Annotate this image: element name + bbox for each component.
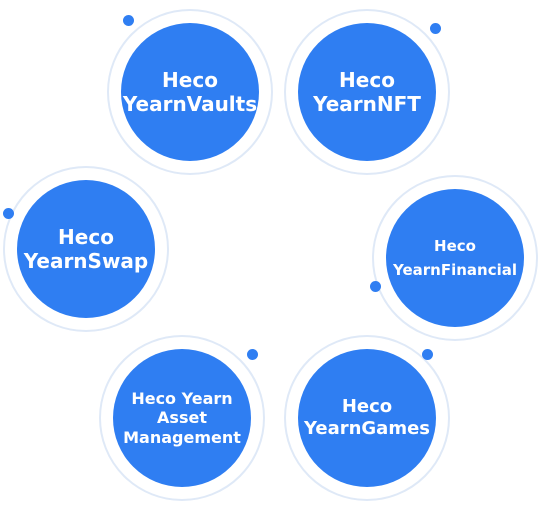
node-disc: Heco YearnFinancial (386, 189, 524, 327)
node-label-line-2: YearnSwap (23, 249, 149, 273)
node-disc: Heco YearnVaults (121, 23, 259, 161)
node-label-line-2: YearnNFT (313, 92, 421, 116)
node-disc: Heco YearnSwap (17, 180, 155, 318)
node-dot (422, 349, 433, 360)
node-dot (3, 208, 14, 219)
node-yearngames: Heco YearnGames (284, 335, 450, 501)
node-label-line-1: Heco (341, 396, 393, 418)
node-label-line-2: YearnFinancial (392, 261, 518, 279)
node-yearn-asset-management: Heco Yearn Asset Management (99, 335, 265, 501)
node-disc: Heco YearnNFT (298, 23, 436, 161)
node-label-line-1: Heco (434, 237, 476, 255)
node-label-line-3: Management (123, 427, 241, 447)
node-dot (247, 349, 258, 360)
node-label-line-1: Heco (58, 225, 114, 249)
node-yearnswap: Heco YearnSwap (3, 166, 169, 332)
node-label-line-2: YearnVaults (122, 92, 258, 116)
node-dot (123, 15, 134, 26)
node-label-line-2: YearnGames (303, 418, 431, 439)
node-label-line-1: Heco Yearn (131, 389, 233, 409)
node-label-line-1: Heco (162, 68, 218, 92)
node-disc: Heco YearnGames (298, 349, 436, 487)
node-yearnnft: Heco YearnNFT (284, 9, 450, 175)
node-disc: Heco Yearn Asset Management (113, 349, 251, 487)
node-dot (370, 281, 381, 292)
node-yearnfinancial: Heco YearnFinancial (370, 175, 538, 341)
node-yearnvaults: Heco YearnVaults (107, 9, 273, 175)
node-label-line-1: Heco (339, 68, 395, 92)
node-dot (430, 23, 441, 34)
node-label-line-2: Asset (157, 408, 207, 428)
